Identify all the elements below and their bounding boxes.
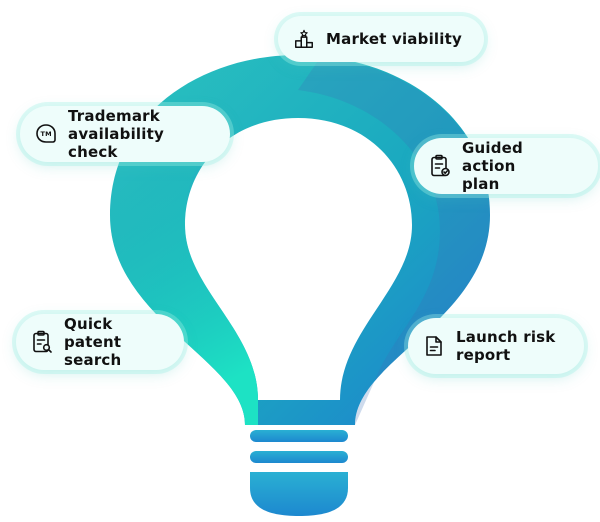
feature-label: Trademark availability check — [68, 107, 164, 161]
bulb-base-stripe-2 — [250, 451, 348, 463]
feature-launch-risk-report[interactable]: Launch risk report — [408, 318, 584, 374]
clipboard-check-icon — [428, 154, 452, 178]
svg-text:TM: TM — [41, 130, 52, 138]
feature-label: Guided action plan — [462, 139, 523, 193]
feature-label: Launch risk report — [456, 328, 556, 364]
clipboard-search-icon — [30, 330, 54, 354]
bulb-base-cap — [250, 472, 348, 516]
feature-label: Quick patent search — [64, 315, 122, 369]
feature-market-viability[interactable]: Market viability — [278, 16, 484, 62]
bulb-base-stripe-1 — [250, 430, 348, 442]
feature-trademark-check[interactable]: TM Trademark availability check — [20, 106, 230, 162]
feature-quick-patent-search[interactable]: Quick patent search — [16, 314, 184, 370]
feature-guided-action-plan[interactable]: Guided action plan — [414, 138, 598, 194]
podium-star-icon — [292, 27, 316, 51]
bulb-glow — [110, 140, 258, 425]
trademark-icon: TM — [34, 122, 58, 146]
feature-label: Market viability — [326, 30, 462, 48]
document-icon — [422, 334, 446, 358]
